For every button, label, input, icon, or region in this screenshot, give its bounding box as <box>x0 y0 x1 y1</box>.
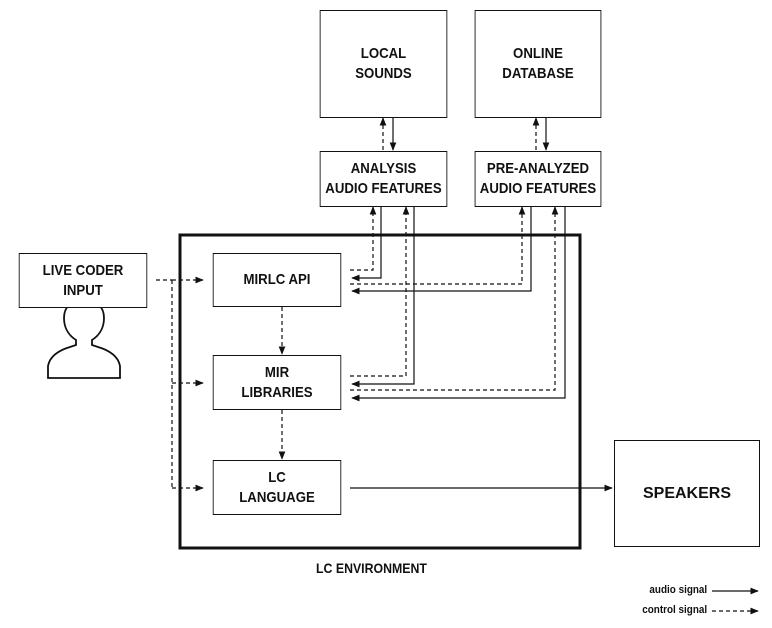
arrow-analysis-to-api <box>351 207 382 282</box>
mir-libraries-node: MIR LIBRARIES <box>212 355 342 410</box>
arrow-preanalyzed-to-mir <box>351 207 566 402</box>
legend-audio-label: audio signal <box>649 584 707 596</box>
arrow-preanalyzed-to-api <box>351 207 532 295</box>
arrow-api-to-analysis <box>350 206 377 271</box>
lc-environment-label: LC ENVIRONMENT <box>316 560 427 576</box>
lc-language-node: LC LANGUAGE <box>212 460 342 515</box>
online-database-node: ONLINE DATABASE <box>474 10 602 118</box>
analysis-features-node: ANALYSIS AUDIO FEATURES <box>319 151 448 207</box>
arrow-mir-to-analysis <box>350 206 410 377</box>
arrow-mir-to-preanalyzed <box>350 206 559 391</box>
speakers-node: SPEAKERS <box>614 440 760 547</box>
arrow-api-to-preanalyzed <box>350 206 526 285</box>
lc-environment-frame <box>178 233 582 550</box>
person-icon <box>47 299 121 379</box>
preanalyzed-features-node: PRE-ANALYZED AUDIO FEATURES <box>474 151 602 207</box>
mirlc-api-node: MIRLC API <box>212 253 342 307</box>
legend-control-label: control signal <box>642 604 707 616</box>
arrow-analysis-to-mir <box>351 207 415 388</box>
live-coder-input-node: LIVE CODER INPUT <box>18 253 148 308</box>
local-sounds-node: LOCAL SOUNDS <box>319 10 448 118</box>
